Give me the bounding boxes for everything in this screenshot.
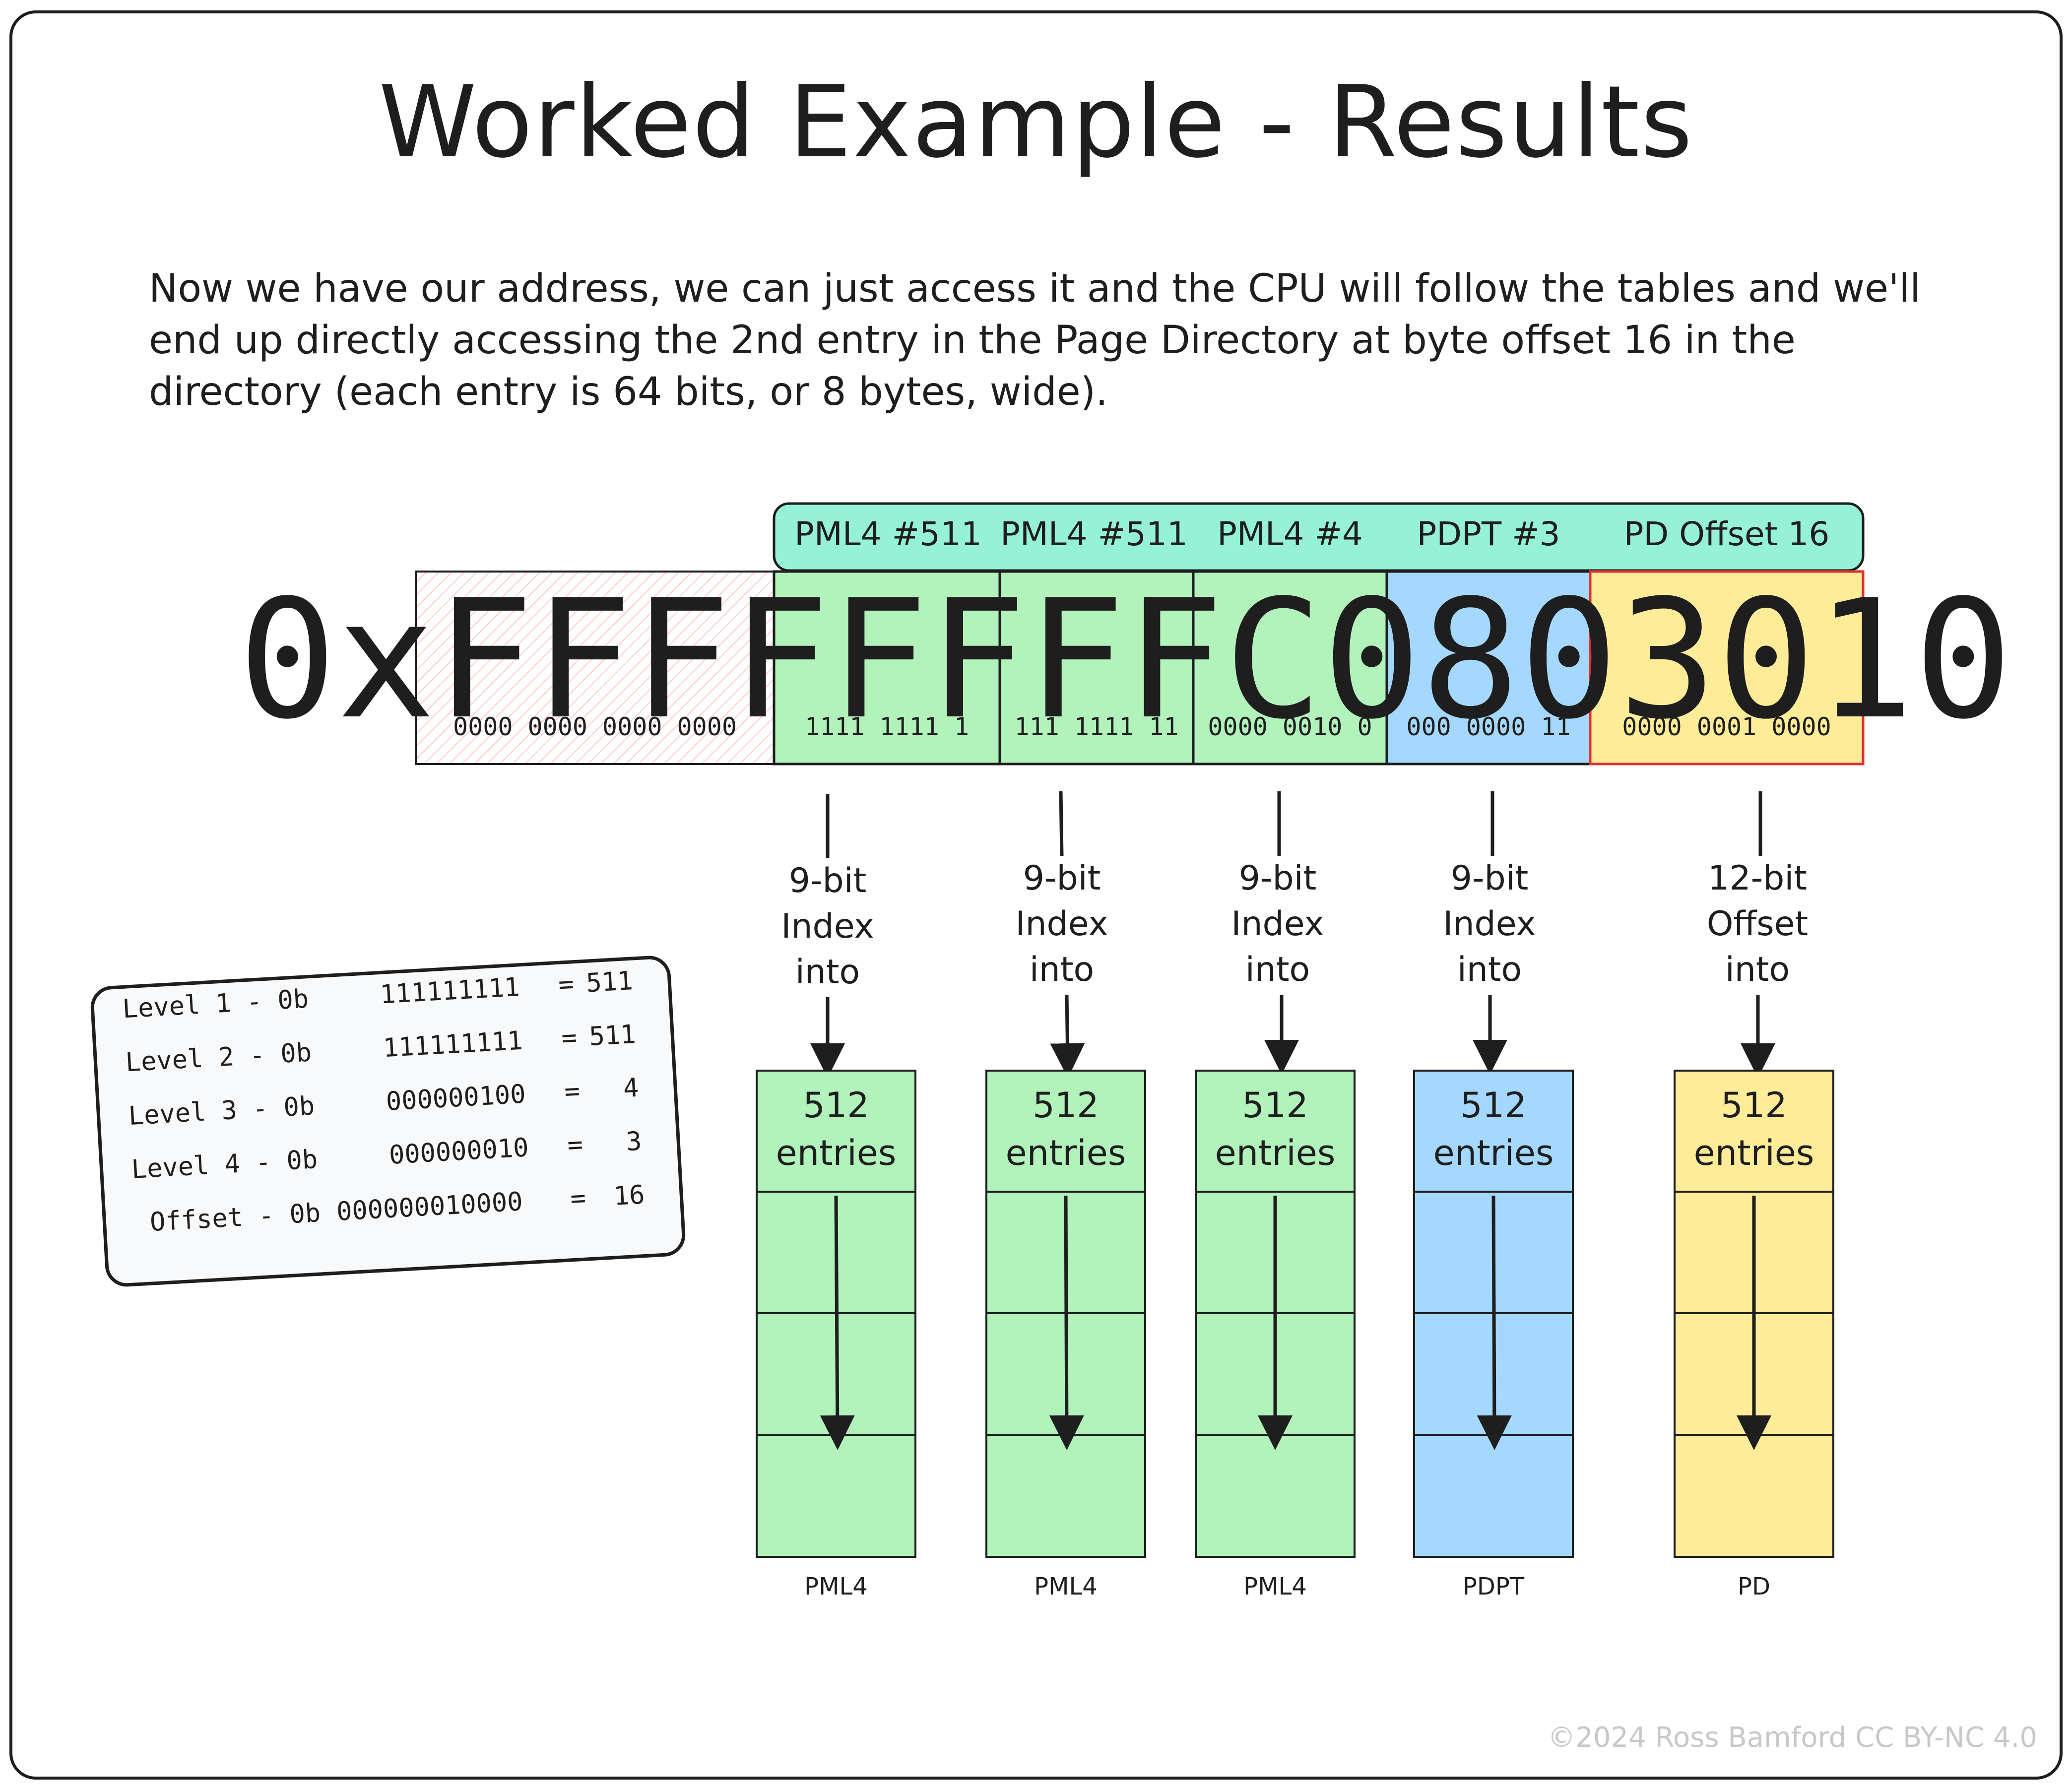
level-panel-box	[90, 956, 686, 1287]
level-row-eq: =	[560, 1022, 578, 1054]
level-row-value: 511	[585, 966, 634, 999]
table-name-3: PML4	[1243, 1573, 1307, 1600]
header-label-pml4-2: PML4 #511	[1000, 515, 1188, 553]
level-row-label: Level 3 - 0b	[128, 1091, 316, 1132]
level-row-value: 511	[588, 1019, 637, 1052]
bits-pml4-3: 0000 0010 0	[1208, 712, 1372, 741]
bits-sign-extension: 0000 0000 0000 0000	[453, 712, 737, 741]
header-label-pml4-1: PML4 #511	[794, 515, 982, 553]
level-panel: Level 1 - 0b 111111111 = 511 Level 2 - 0…	[122, 965, 662, 1272]
pd-offset-field-box	[1589, 570, 1865, 766]
header-label-pdpt: PDPT #3	[1417, 515, 1560, 553]
level-row-bits: 000000100	[385, 1079, 527, 1117]
copyright-credit: ©2024 Ross Bamford CC BY-NC 4.0	[1548, 1722, 2037, 1754]
table-name-5: PD	[1738, 1573, 1770, 1600]
bits-pml4-1: 1111 1111 1	[804, 712, 970, 741]
pml4-field-3-box	[1192, 570, 1388, 766]
level-row-label: Level 4 - 0b	[130, 1145, 319, 1185]
header-label-pml4-3: PML4 #4	[1217, 515, 1363, 553]
level-row-value: 3	[625, 1126, 643, 1157]
level-row-eq: =	[569, 1183, 587, 1214]
table-name-1: PML4	[804, 1573, 868, 1600]
level-row-eq: =	[563, 1076, 581, 1107]
table-name-2: PML4	[1034, 1573, 1098, 1600]
hex-address: 0xFFFFFFFFC0803010	[238, 565, 2013, 755]
intro-paragraph: Now we have our address, we can just acc…	[149, 266, 1921, 414]
level-row-bits: 000000010	[388, 1133, 530, 1170]
index-arrows	[810, 791, 1775, 1078]
level-row-value: 4	[622, 1073, 640, 1104]
table-walk-arrows	[820, 1195, 1771, 1450]
bits-pd-offset: 0000 0001 0000	[1622, 712, 1831, 741]
level-row-label: Offset - 0b	[133, 1198, 322, 1238]
header-label-pd-offset: PD Offset 16	[1623, 515, 1830, 553]
pml4-field-1-box	[773, 570, 1001, 766]
level-row-label: Level 2 - 0b	[125, 1037, 313, 1078]
level-row-bits: 111111111	[382, 1025, 524, 1064]
bits-pdpt: 000 0000 11	[1406, 712, 1571, 741]
page-title: Worked Example - Results	[378, 64, 1694, 180]
sign-extension-box	[415, 571, 775, 765]
table-name-4: PDPT	[1462, 1573, 1525, 1600]
level-row-bits: 000000010000	[335, 1187, 524, 1227]
bits-pml4-2: 111 1111 11	[1014, 712, 1179, 741]
pdpt-field-box	[1385, 570, 1592, 766]
level-row-eq: =	[557, 969, 575, 1000]
level-row-eq: =	[566, 1130, 584, 1160]
pml4-field-2-box	[998, 570, 1195, 766]
level-row-value: 16	[613, 1180, 646, 1212]
